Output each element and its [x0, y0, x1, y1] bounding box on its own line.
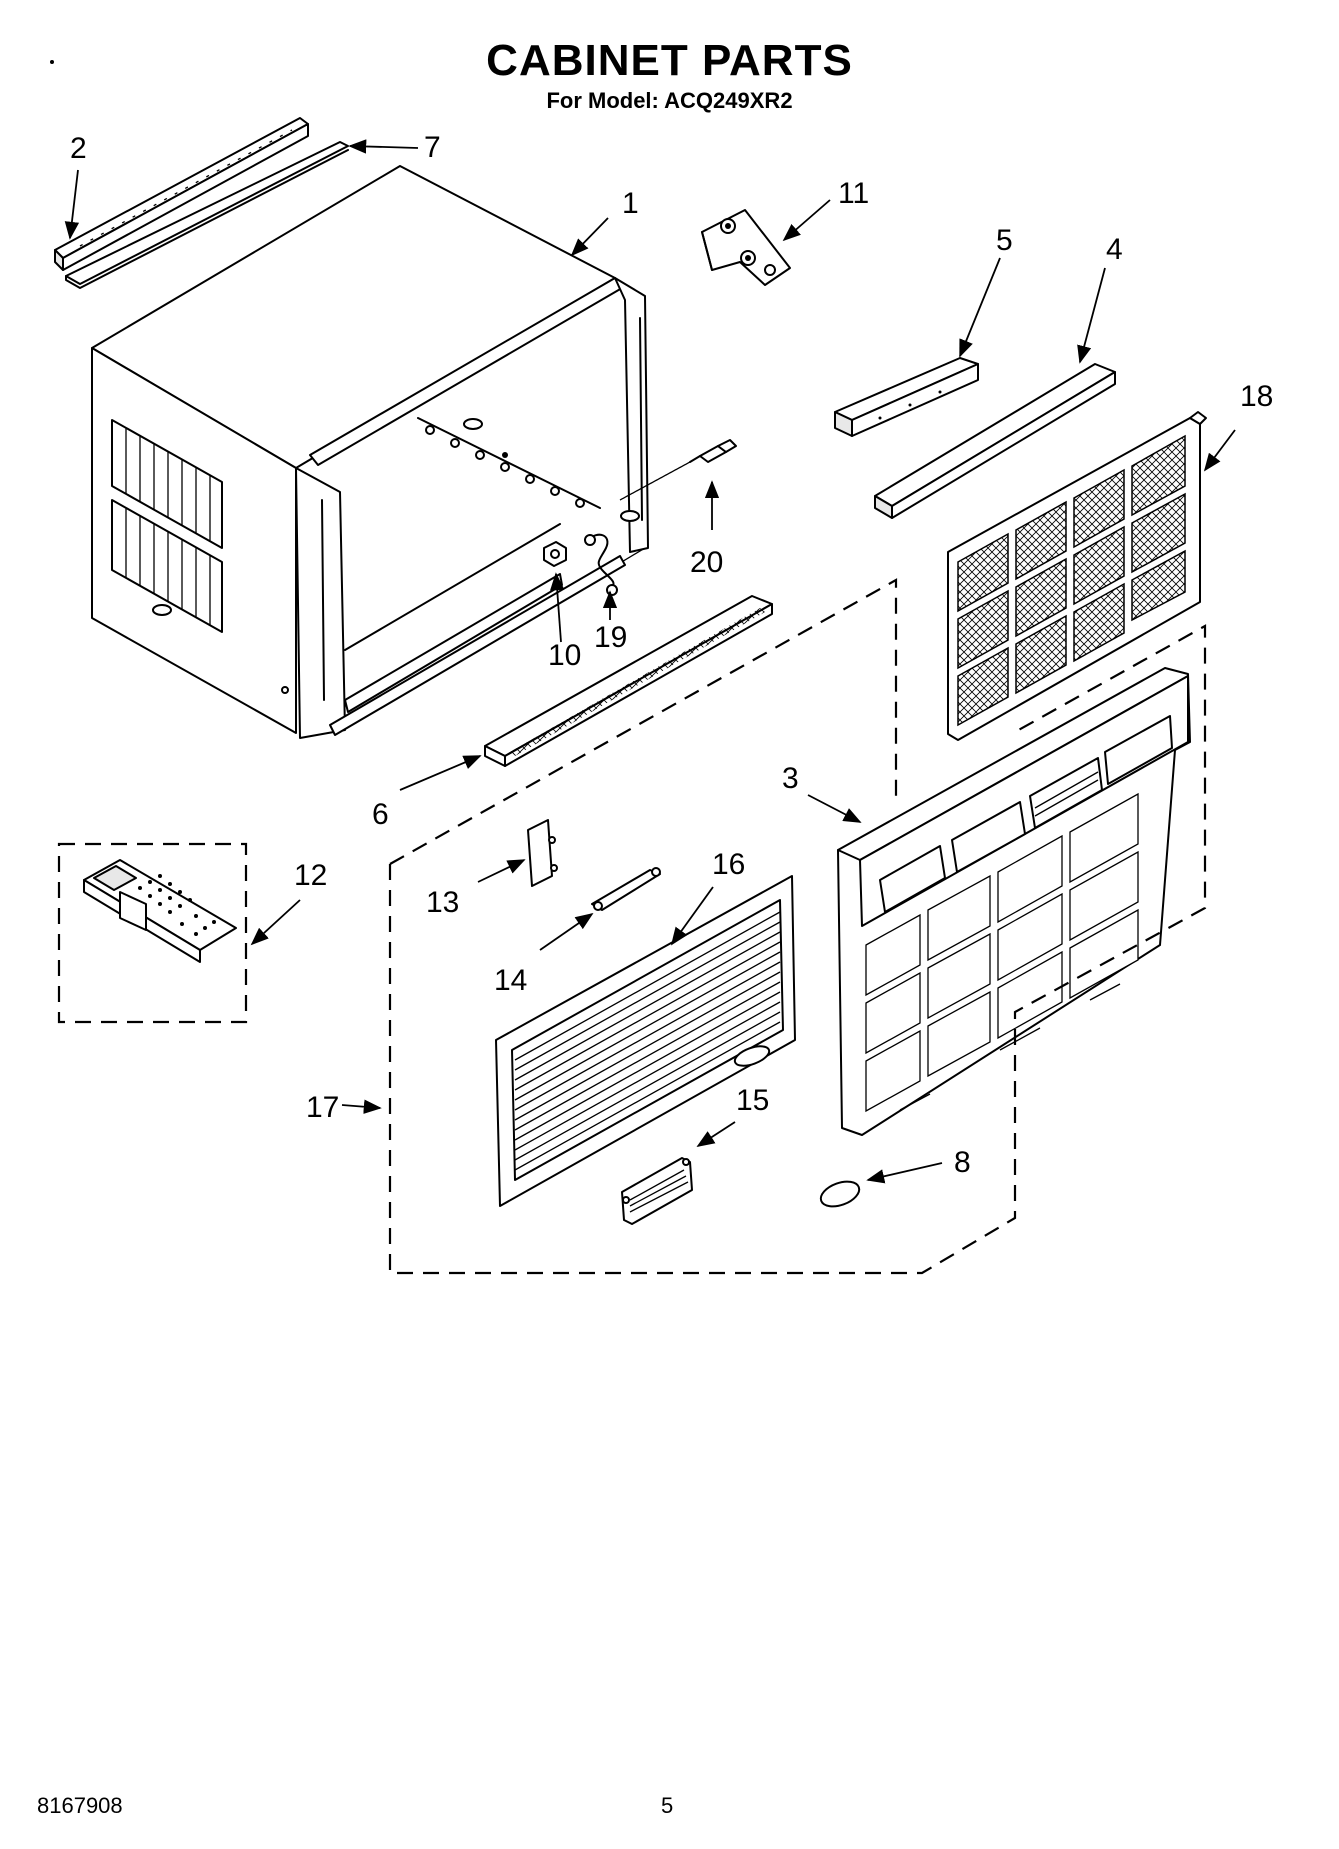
callout-2: 2 [70, 132, 87, 165]
door-part-15 [621, 1157, 693, 1225]
screw-part-20 [619, 439, 737, 501]
front-panel-part-3 [837, 667, 1191, 1136]
bottom-rail-part-6 [484, 595, 773, 767]
callout-14: 14 [494, 964, 527, 997]
callout-6: 6 [372, 798, 389, 831]
bracket-part-11 [701, 209, 791, 286]
callout-13: 13 [426, 886, 459, 919]
page-number: 5 [661, 1793, 674, 1818]
remote-group-box [57, 842, 248, 1024]
callout-20: 20 [690, 546, 723, 579]
nut-part-10 [543, 541, 567, 567]
callout-4: 4 [1106, 233, 1123, 266]
rail-seal-part-7 [65, 141, 349, 289]
oval-label-part-8 [819, 1180, 861, 1208]
cabinet-part-1 [91, 165, 649, 739]
filter-part-18 [947, 411, 1207, 741]
callout-18: 18 [1240, 380, 1273, 413]
callout-1: 1 [622, 187, 639, 220]
page-title: CABINET PARTS [486, 36, 853, 85]
remote-part-12 [83, 859, 237, 963]
front-assembly-group-boundary [389, 578, 898, 865]
callout-11: 11 [838, 177, 869, 210]
callout-19: 19 [594, 621, 627, 654]
callout-17: 17 [306, 1091, 339, 1124]
page-mark [50, 60, 54, 64]
callout-8: 8 [954, 1146, 971, 1179]
model-subtitle: For Model: ACQ249XR2 [546, 88, 793, 113]
plate-part-13 [527, 819, 558, 887]
callout-5: 5 [996, 224, 1013, 257]
leader-arrows [64, 139, 1236, 1184]
callout-7: 7 [424, 131, 441, 164]
callout-15: 15 [736, 1084, 769, 1117]
document-number: 8167908 [37, 1793, 123, 1818]
strip-part-4 [874, 363, 1116, 519]
top-rail-part-2 [54, 117, 309, 271]
callout-10: 10 [548, 639, 581, 672]
callout-12: 12 [294, 859, 327, 892]
callout-16: 16 [712, 848, 745, 881]
strip-part-5 [834, 357, 979, 437]
callout-3: 3 [782, 762, 799, 795]
link-part-14 [591, 867, 661, 911]
grille-part-16 [495, 875, 796, 1207]
